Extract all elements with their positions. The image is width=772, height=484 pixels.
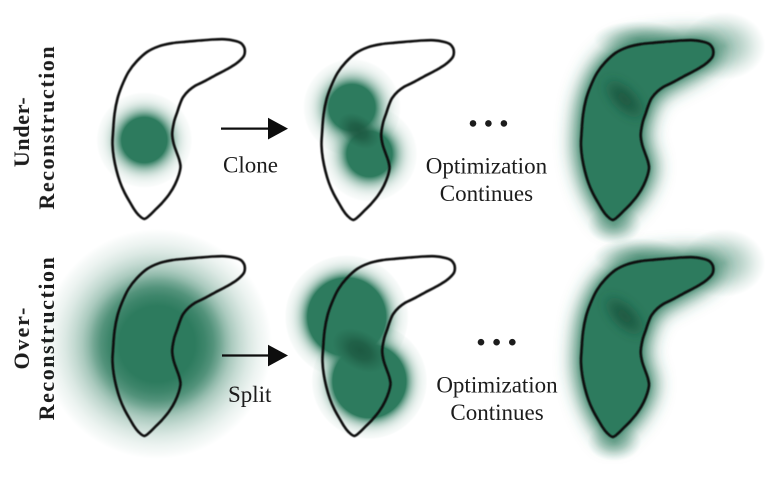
svg-text:Optimization: Optimization xyxy=(426,154,548,179)
svg-text:Clone: Clone xyxy=(223,153,278,178)
svg-text:Continues: Continues xyxy=(450,400,543,425)
svg-text:Optimization: Optimization xyxy=(436,372,558,397)
svg-text:Split: Split xyxy=(228,382,272,407)
svg-text:Under-: Under- xyxy=(9,97,34,168)
svg-text:Reconstruction: Reconstruction xyxy=(34,45,59,210)
svg-text:Continues: Continues xyxy=(440,181,533,206)
svg-text:Over-: Over- xyxy=(9,306,34,370)
